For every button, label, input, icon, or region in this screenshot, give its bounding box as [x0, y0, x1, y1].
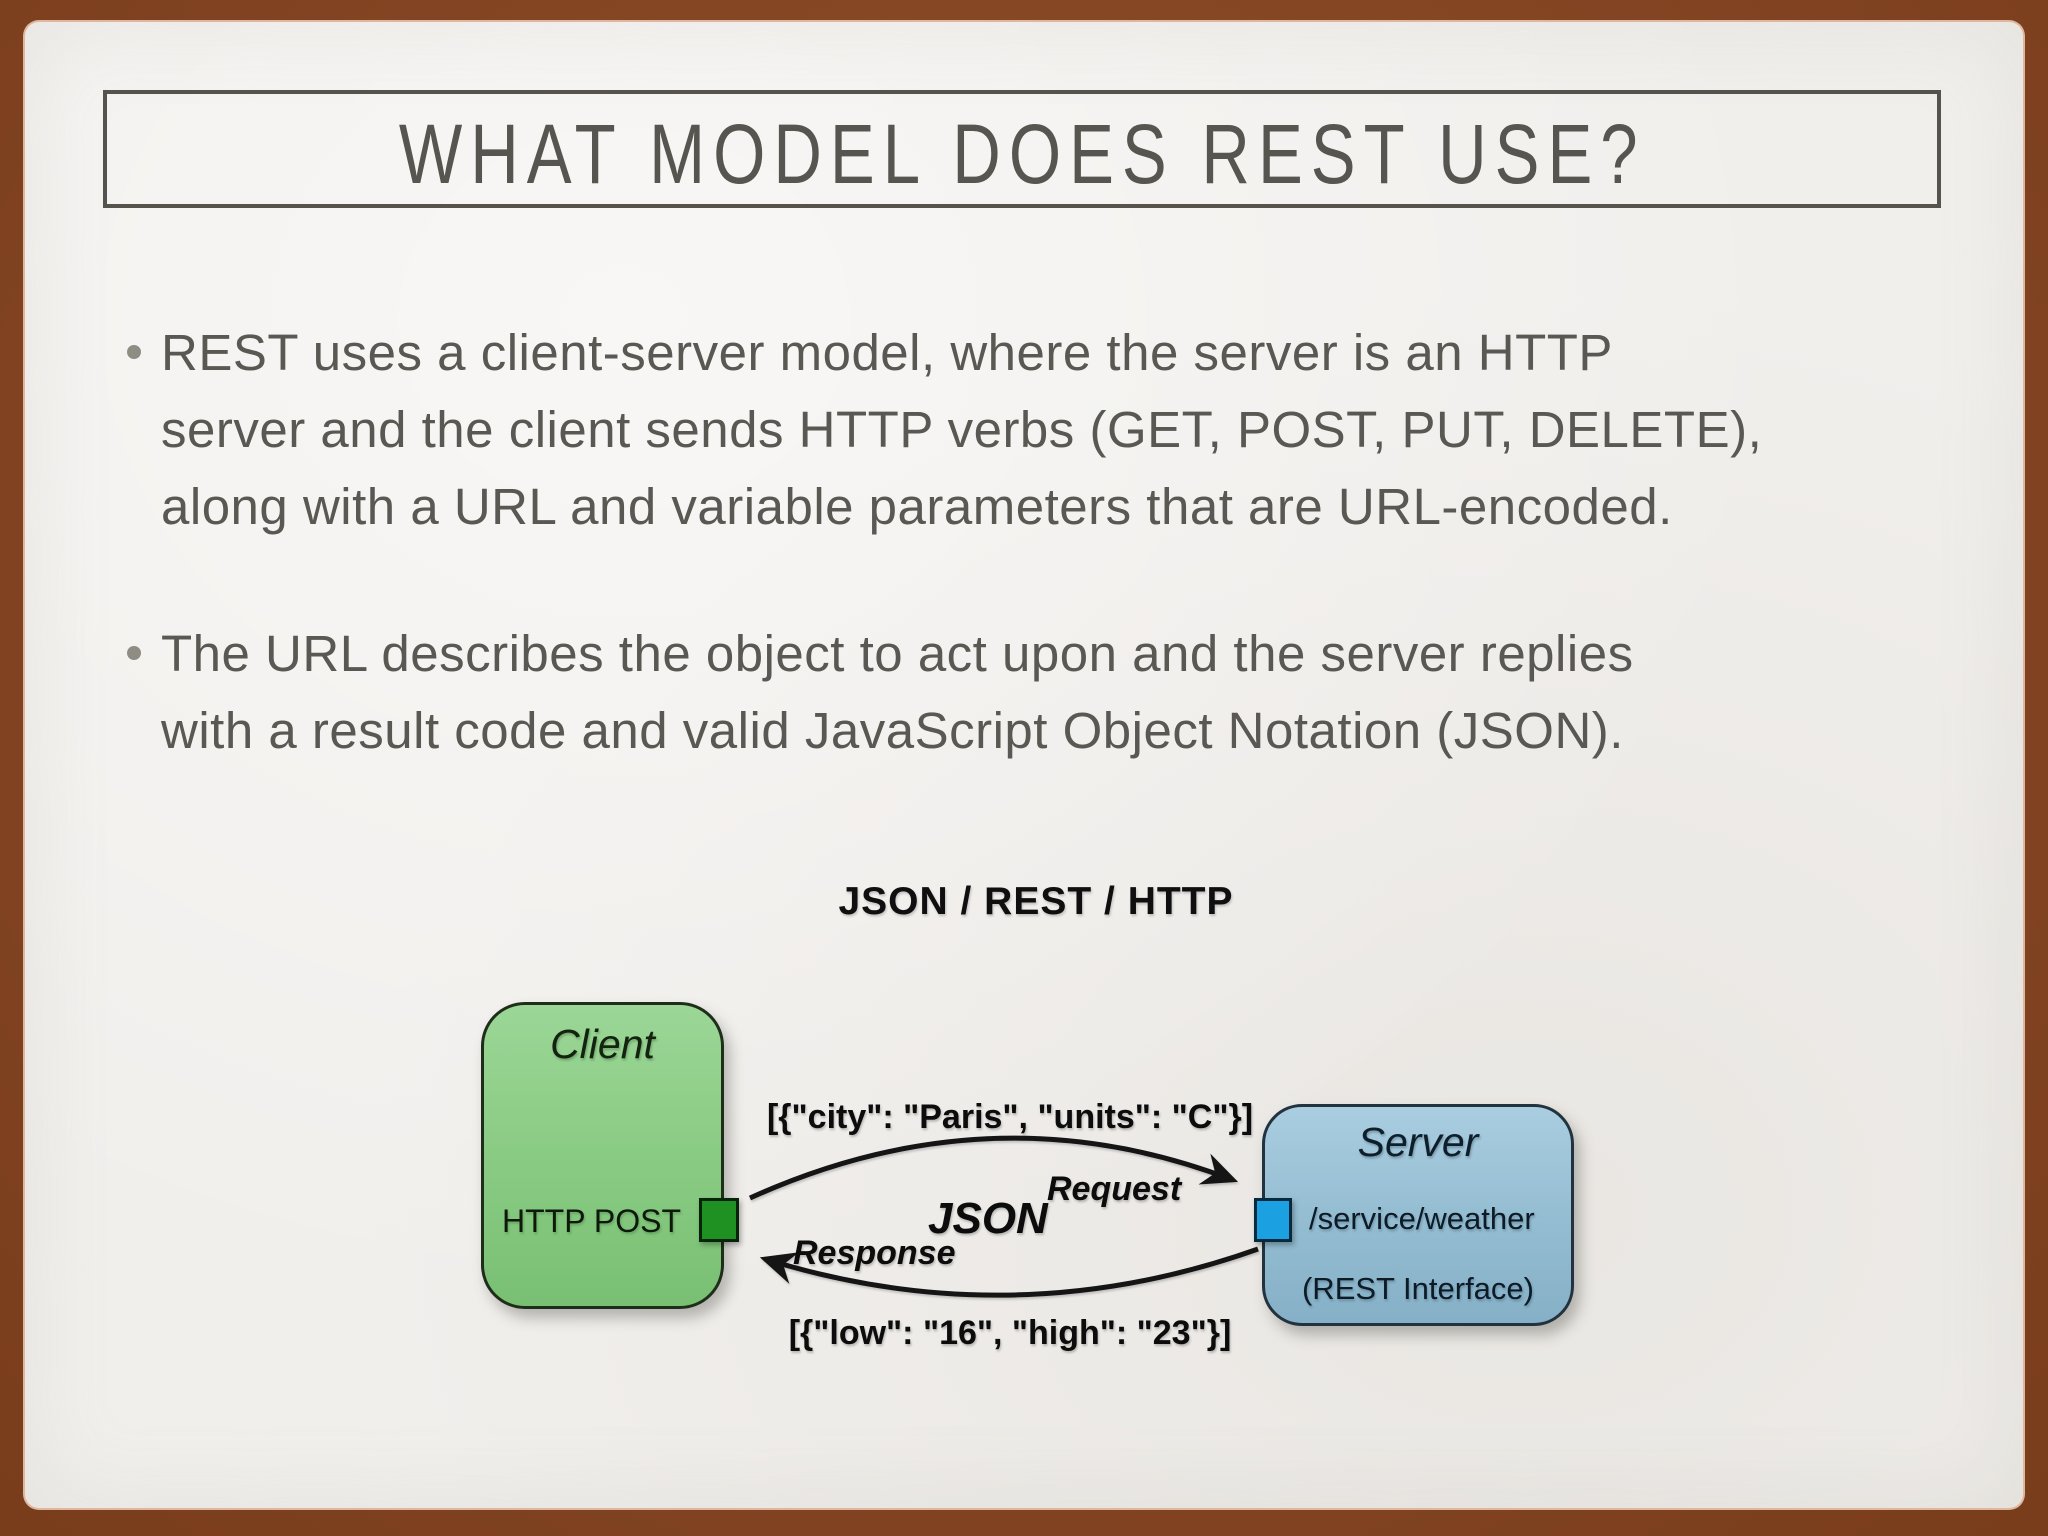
server-path-label: /service/weather: [1309, 1201, 1535, 1236]
bullet-line: server and the client sends HTTP verbs (…: [161, 401, 1763, 458]
bullet-item-2: The URL describes the object to act upon…: [103, 615, 1973, 769]
server-title: Server: [1357, 1119, 1479, 1165]
slide-title: WHAT MODEL DOES REST USE?: [398, 106, 1646, 201]
title-box: WHAT MODEL DOES REST USE?: [103, 90, 1941, 208]
request-label: Request: [1047, 1170, 1182, 1208]
bullet-line: REST uses a client-server model, where t…: [161, 324, 1613, 381]
bullet-text: REST uses a client-server model, where t…: [161, 314, 1973, 545]
bullet-line: along with a URL and variable parameters…: [161, 478, 1673, 535]
server-subtitle: (REST Interface): [1301, 1271, 1534, 1306]
server-box: Server /service/weather (REST Interface): [1262, 1104, 1574, 1326]
server-port-square: [1254, 1198, 1292, 1242]
client-title: Client: [550, 1021, 655, 1067]
bullet-dot: [127, 345, 141, 359]
bullet-line: The URL describes the object to act upon…: [161, 625, 1634, 682]
request-payload: [{"city": "Paris", "units": "C"}]: [766, 1098, 1254, 1136]
bullet-dot: [127, 646, 141, 660]
bullet-text: The URL describes the object to act upon…: [161, 615, 1973, 769]
response-label: Response: [793, 1234, 956, 1272]
diagram-heading: JSON / REST / HTTP: [838, 880, 1234, 923]
bullet-line: with a result code and valid JavaScript …: [161, 702, 1624, 759]
client-port-square: [699, 1198, 739, 1242]
client-port-label: HTTP POST: [502, 1203, 681, 1239]
response-payload: [{"low": "16", "high": "23"}]: [788, 1314, 1232, 1352]
bullet-item-1: REST uses a client-server model, where t…: [103, 314, 1973, 545]
json-label: JSON: [928, 1194, 1048, 1243]
slide-canvas: WHAT MODEL DOES REST USE? REST uses a cl…: [25, 22, 2023, 1508]
client-box: Client HTTP POST: [481, 1002, 724, 1309]
